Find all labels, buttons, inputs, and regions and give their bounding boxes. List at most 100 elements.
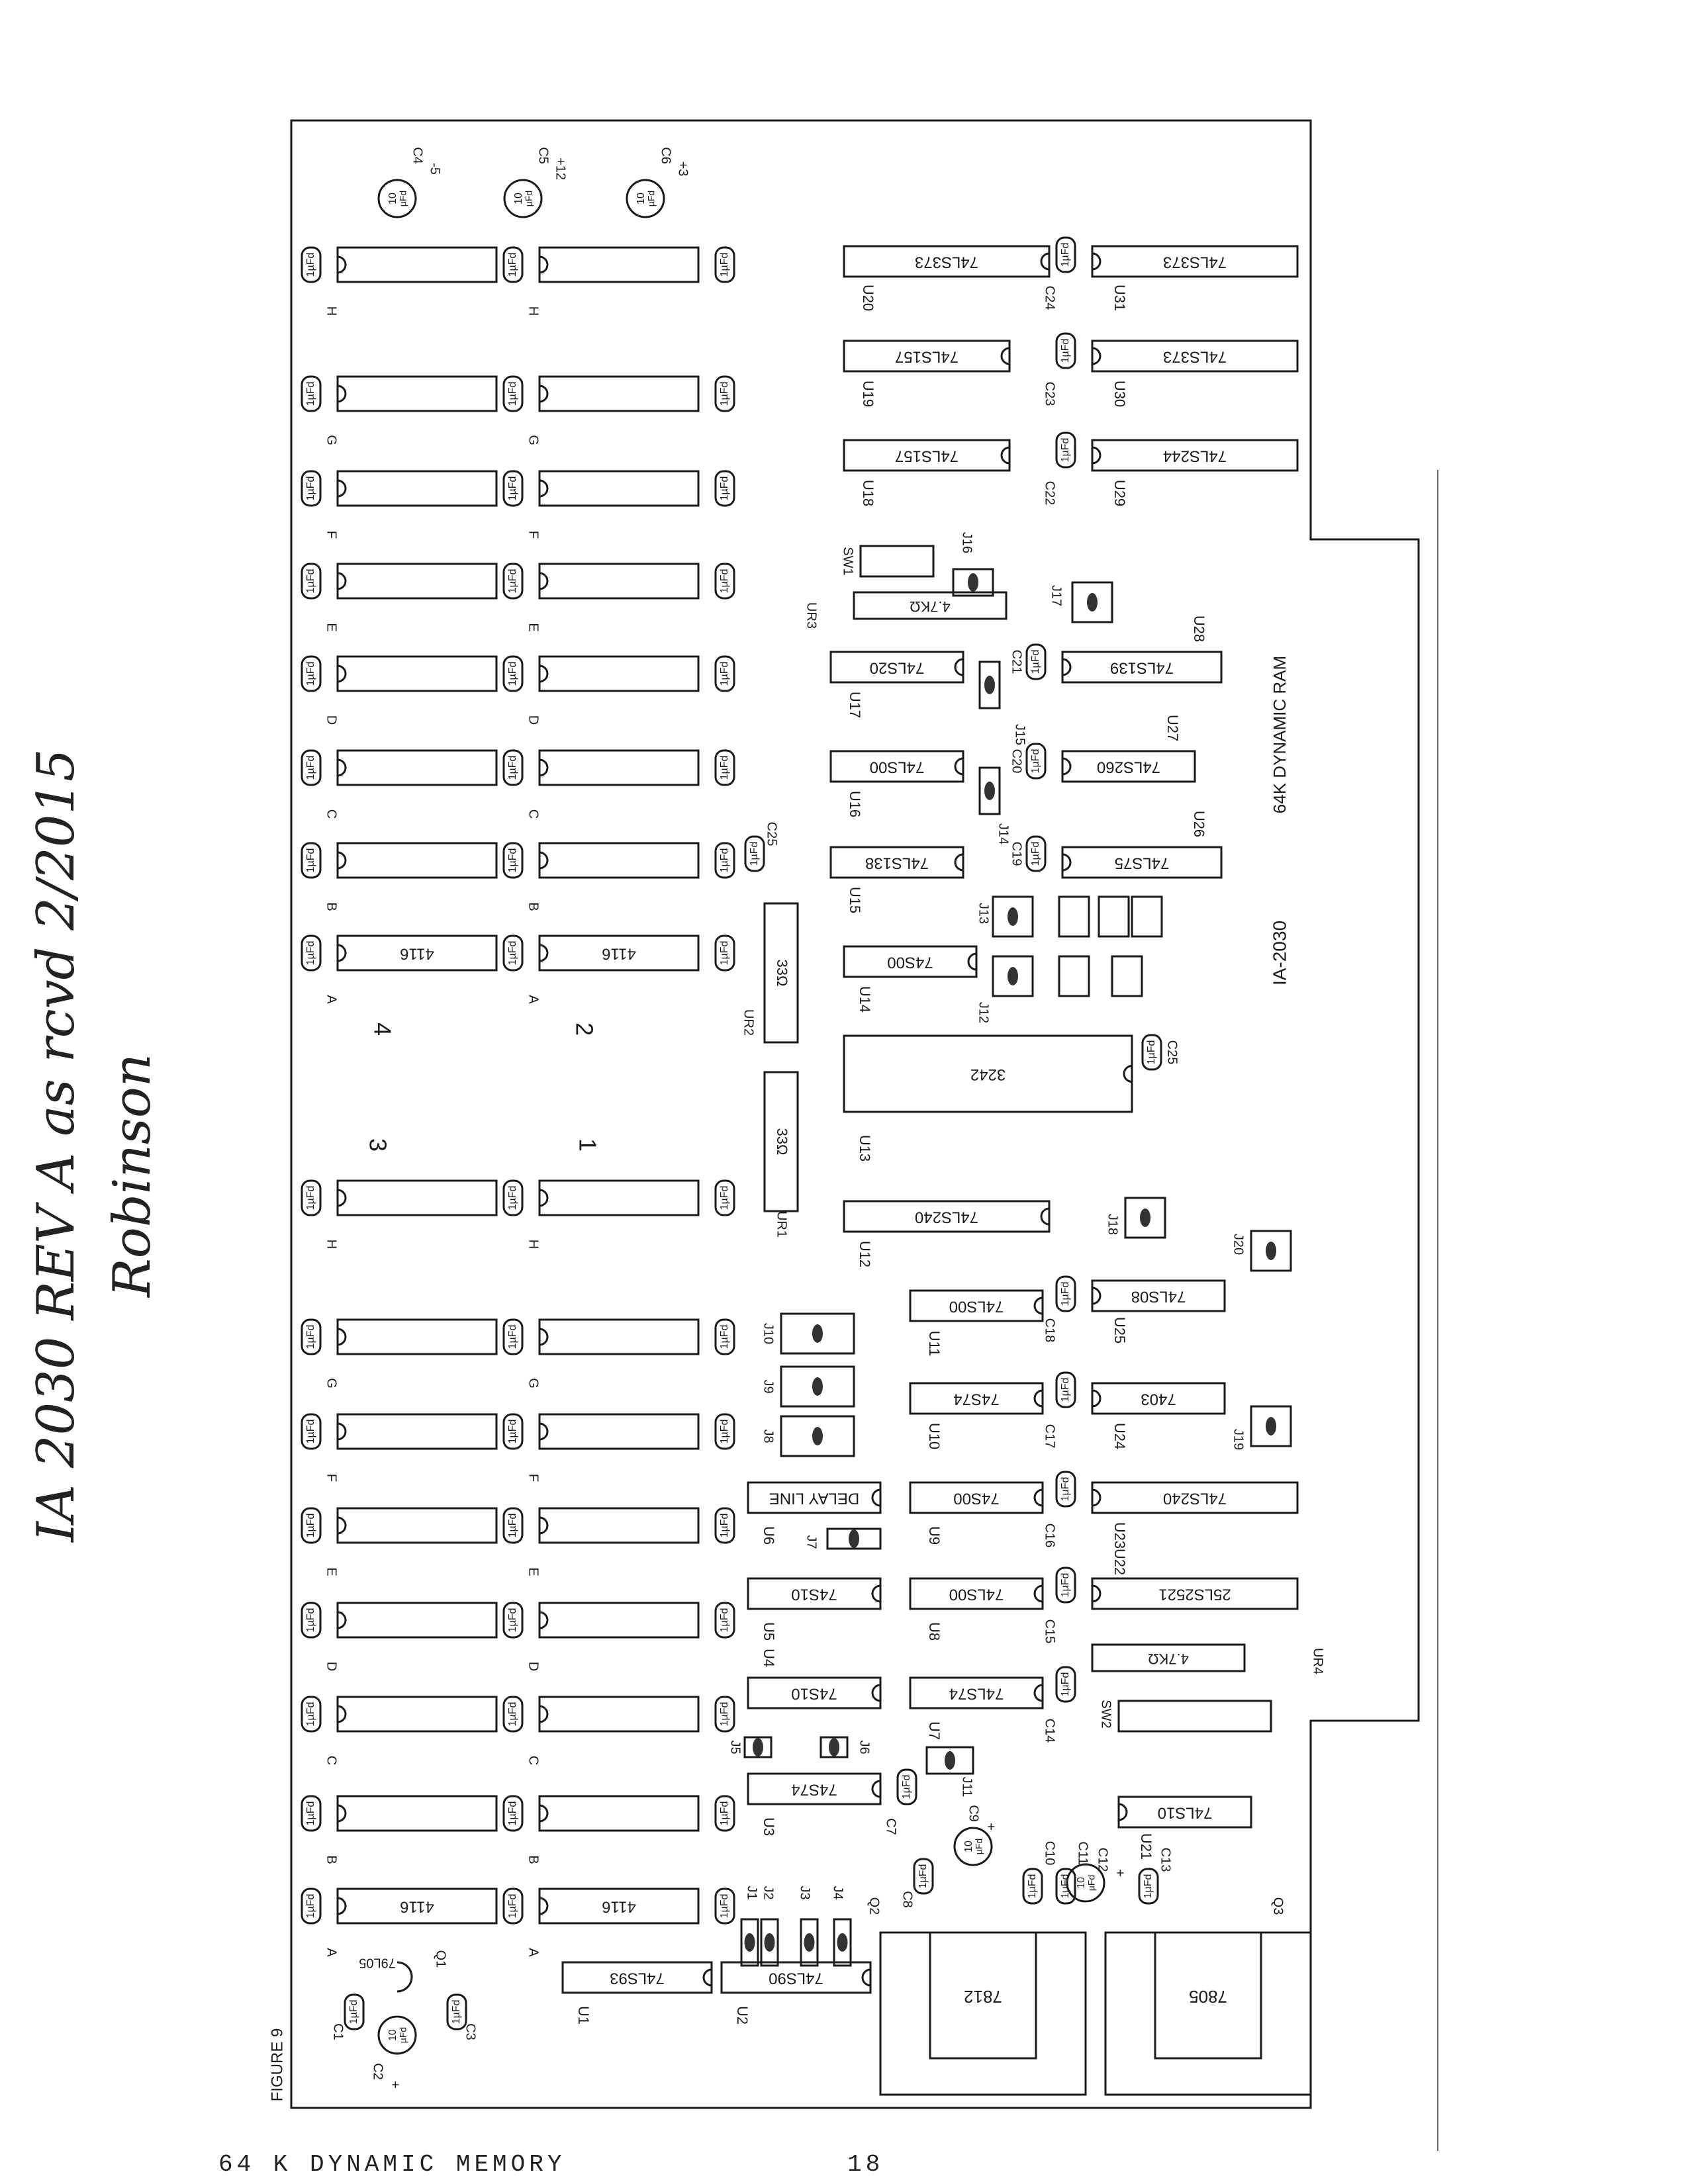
ic-body (336, 1795, 498, 1832)
cap-value: 1µFd (305, 569, 316, 594)
cap-ref-label: C8 (900, 1891, 915, 1908)
ic-notch (539, 479, 549, 498)
cap-value: 1µFd (1146, 1040, 1157, 1065)
ic-notch (539, 255, 549, 274)
ic-body (538, 1318, 700, 1355)
jumper-ref-label: J6 (857, 1740, 872, 1754)
cap-value: 1µFd (749, 842, 760, 866)
ic-body (538, 470, 700, 507)
cap-ref-label: C25 (1165, 1040, 1180, 1065)
jumper-shunt (984, 676, 995, 694)
row-letter: A (526, 995, 541, 1004)
capacitor: 1µFd (714, 1795, 735, 1832)
capacitor: 1µFd (301, 563, 322, 600)
ic-ref-label: U5 (761, 1622, 777, 1641)
cap-value: 1µFd (719, 253, 730, 277)
jumper-ref-label: J10 (761, 1323, 776, 1344)
ic-part-label: 74LS373 (1163, 348, 1227, 366)
cap-value: 1µFd (507, 569, 518, 594)
ic-notch (539, 1705, 549, 1723)
cap-body (1055, 1275, 1076, 1312)
ic-notch (539, 572, 549, 590)
cap-value: 1µFd (507, 941, 518, 966)
cap-body (301, 470, 322, 507)
cap-body (714, 934, 735, 972)
ic-part-label: 74S74 (953, 1390, 999, 1408)
ic-notch (1062, 757, 1072, 776)
capacitor: 1µFd (714, 655, 735, 692)
rpack-body (763, 902, 799, 1044)
cap-ref-label: C23 (1043, 382, 1057, 406)
jumper-body (925, 1746, 974, 1775)
cap-body (301, 934, 322, 972)
ecap-unit: µFd (1086, 1875, 1097, 1891)
capacitor: 1µFd (301, 1696, 322, 1733)
switch-sw2 (1117, 1700, 1272, 1733)
row-letter: F (324, 531, 339, 539)
ic-notch (1033, 1584, 1043, 1603)
row-letter: E (526, 1567, 541, 1576)
jumper-ref-label: J19 (1231, 1429, 1246, 1450)
jumper-body (978, 766, 1001, 815)
ic-ref-label: U8 (926, 1622, 943, 1641)
regulator-body (397, 1961, 413, 1993)
board-id: IA-2030 (1269, 921, 1289, 985)
row-letter: E (324, 623, 339, 631)
capacitor: 1µFd (714, 1413, 735, 1450)
row-letter: H (526, 1240, 541, 1249)
jumper-shunt (812, 1427, 823, 1445)
jumper-shunt (744, 1933, 755, 1952)
cap-body (1055, 432, 1076, 469)
capacitor: 1µFd (502, 1318, 524, 1355)
ic-part-label: 74LS93 (610, 1970, 665, 1987)
ic-body (843, 945, 978, 978)
cap-body (301, 375, 322, 412)
jumper-body (743, 1736, 773, 1758)
ic-notch (539, 664, 549, 683)
jumper-j15: J15 (978, 660, 1027, 745)
ecap-body (1066, 1863, 1105, 1903)
jumper-j1: J1 (740, 1886, 759, 1967)
ic-body (909, 1577, 1044, 1610)
capacitor: 1µFd (301, 749, 322, 786)
capacitor: 1µFd (502, 1602, 524, 1639)
cap-ref-label: C18 (1043, 1318, 1057, 1343)
jumper-block (1111, 955, 1143, 997)
ecap-ref-label: C12 (1096, 1848, 1110, 1872)
ic-body (336, 1602, 498, 1639)
cap-ref-label: C25 (765, 822, 779, 846)
cap-body (301, 1696, 322, 1733)
handwritten-note: IA 2030 REV A as rcvd 2/2015 (26, 749, 86, 1542)
ic-part-label: 74LS373 (915, 253, 978, 271)
cap-body (502, 1179, 524, 1216)
ecap-unit: µFd (646, 191, 657, 206)
jumper-j7: J7 (804, 1527, 882, 1550)
jumper-ref-label: J4 (831, 1886, 845, 1899)
ecap-ref-label: C2 (371, 2063, 385, 2080)
ic-part-label: 4116 (602, 945, 636, 963)
cap-body (1055, 1471, 1076, 1508)
jumper-j8: J8 (761, 1415, 855, 1457)
ic-body (1061, 750, 1196, 783)
cap-ref-label: C16 (1043, 1524, 1057, 1548)
ic-part-label: 74LS138 (865, 854, 929, 872)
ic-notch (539, 851, 549, 870)
ic-body (909, 1382, 1044, 1415)
jumper-ref-label: J9 (761, 1379, 776, 1393)
cap-body (744, 835, 765, 872)
cap-ref-label: C21 (1009, 650, 1024, 674)
ic-notch (539, 1804, 549, 1823)
rpack-value: 4.7KΩ (910, 598, 951, 615)
ic-body (336, 1696, 498, 1733)
cap-value: 1µFd (719, 1702, 730, 1727)
